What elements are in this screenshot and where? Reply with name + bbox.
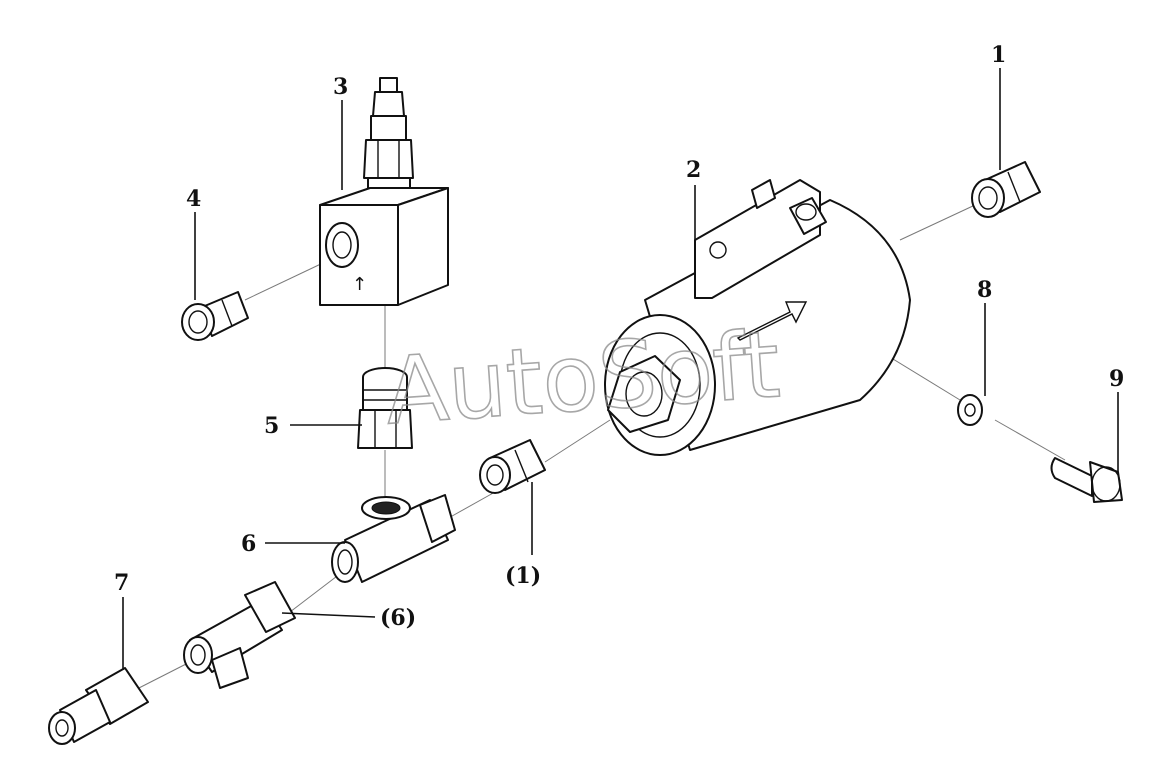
callout-6: 6 — [241, 531, 256, 557]
washer-part-8 — [957, 394, 983, 426]
callout-4: 4 — [186, 186, 201, 212]
callout-6-secondary: (6) — [380, 605, 416, 631]
callout-5: 5 — [264, 413, 279, 439]
end-fitting-part-7 — [48, 667, 149, 745]
callout-1: 1 — [991, 42, 1006, 68]
callout-8: 8 — [977, 277, 992, 303]
fitting-part-4 — [181, 291, 249, 341]
callout-7: 7 — [114, 570, 129, 596]
callout-3: 3 — [333, 74, 348, 100]
callout-2: 2 — [686, 157, 701, 183]
adapter-part-5 — [357, 367, 413, 449]
bolt-part-9 — [1050, 457, 1123, 503]
cylinder-body-part-2 — [604, 179, 911, 456]
tee-part-6-lower — [183, 581, 296, 689]
valve-flow-mark: ↑ — [352, 274, 367, 295]
tee-part-6 — [331, 494, 456, 583]
valve-block-part-3: ↑ — [319, 77, 449, 306]
fitting-part-1-right — [971, 161, 1041, 218]
callout-1-secondary: (1) — [505, 563, 541, 589]
callout-9: 9 — [1109, 366, 1124, 392]
fitting-part-1-middle — [479, 439, 546, 494]
leader-lines — [122, 68, 1119, 670]
